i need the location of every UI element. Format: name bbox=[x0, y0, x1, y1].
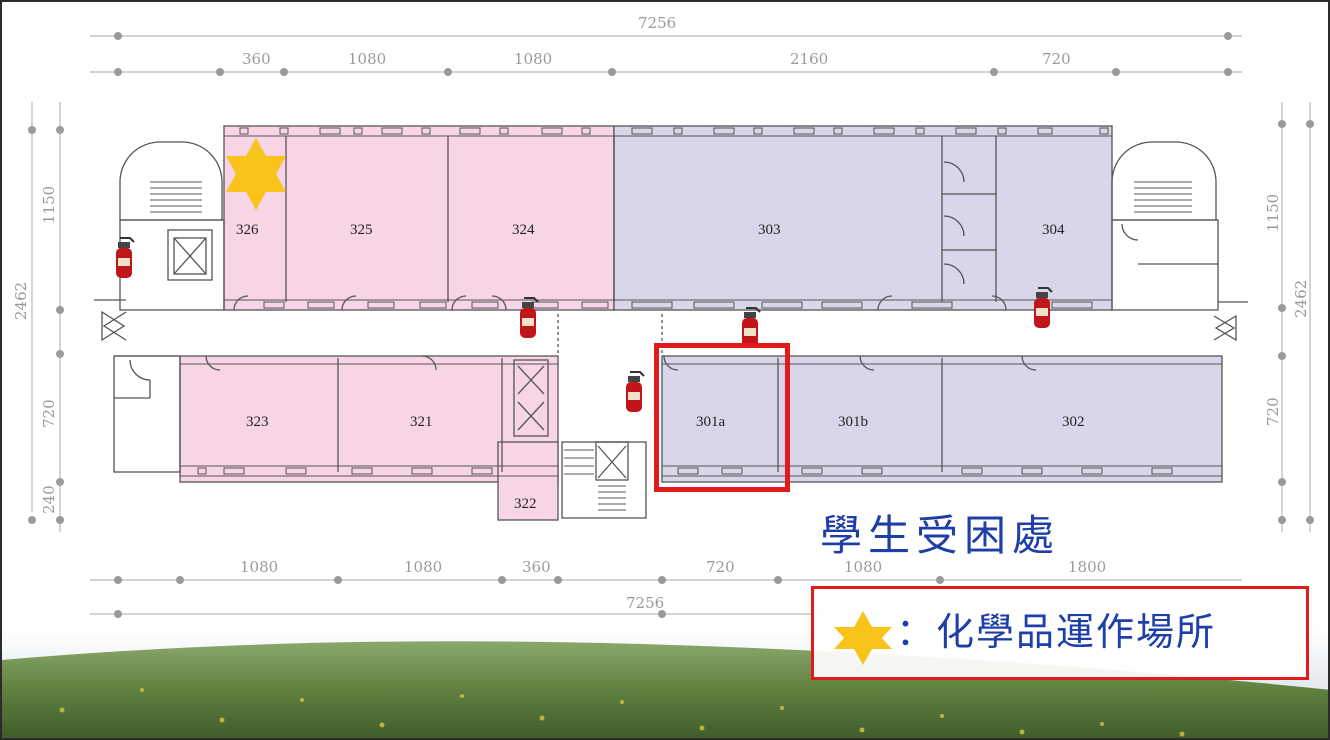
room-321-label: 321 bbox=[410, 414, 433, 430]
zone-upper-purple bbox=[613, 125, 1113, 311]
room-304-label: 304 bbox=[1042, 222, 1065, 238]
fire-extinguisher-icon bbox=[520, 297, 539, 338]
dim-right-lower: 720 bbox=[1264, 397, 1282, 426]
dim-bottom-seg-4: 720 bbox=[706, 558, 735, 576]
dim-left-upper: 1150 bbox=[40, 186, 58, 224]
stair-exit-right bbox=[1213, 301, 1248, 342]
dim-bottom-seg-2: 1080 bbox=[404, 558, 442, 576]
room-301b-label: 301b bbox=[838, 414, 868, 430]
dim-bottom-seg-5: 1080 bbox=[844, 558, 882, 576]
trapped-location-label: 學生受困處 bbox=[820, 511, 1061, 560]
central-core bbox=[513, 314, 663, 519]
dim-top-seg-1: 360 bbox=[242, 50, 271, 68]
stairwell-right bbox=[1111, 141, 1219, 311]
room-325-label: 325 bbox=[350, 222, 373, 238]
room-301a-label: 301a bbox=[696, 414, 726, 430]
room-324-label: 324 bbox=[512, 222, 535, 238]
doors-upper bbox=[233, 295, 1007, 311]
room-323-label: 323 bbox=[246, 414, 269, 430]
trapped-room-highlight bbox=[654, 343, 790, 492]
dim-right-total: 2462 bbox=[1292, 280, 1310, 318]
dim-bottom-seg-1: 1080 bbox=[240, 558, 278, 576]
room-326-label: 326 bbox=[236, 222, 259, 238]
star-icon bbox=[226, 138, 286, 210]
dim-left-bottom: 240 bbox=[40, 485, 58, 514]
dim-right-upper: 1150 bbox=[1264, 194, 1282, 232]
star-icon bbox=[834, 611, 892, 665]
window-strip-top bbox=[223, 125, 1113, 137]
room-322-label: 322 bbox=[514, 496, 537, 512]
zone-322 bbox=[497, 441, 559, 521]
dim-top-seg-4: 2160 bbox=[790, 50, 828, 68]
room-303-label: 303 bbox=[758, 222, 781, 238]
dim-top-total: 7256 bbox=[638, 14, 676, 32]
dim-bottom-total: 7256 bbox=[626, 594, 664, 612]
zone-lower-pink bbox=[179, 355, 559, 483]
dim-bottom-seg-3: 360 bbox=[522, 558, 551, 576]
dim-left-lower: 720 bbox=[40, 399, 58, 428]
dim-left-total: 2462 bbox=[12, 282, 30, 320]
fire-extinguisher-icon bbox=[116, 237, 135, 278]
dim-top-seg-2: 1080 bbox=[348, 50, 386, 68]
dim-top-seg-5: 720 bbox=[1042, 50, 1071, 68]
walls-upper bbox=[285, 136, 997, 302]
legend-text: ：化學品運作場所 bbox=[896, 610, 1217, 654]
zone-upper-pink bbox=[223, 125, 615, 311]
fire-extinguisher-icon bbox=[626, 371, 645, 412]
dim-top-seg-3: 1080 bbox=[514, 50, 552, 68]
dim-bottom-seg-6: 1800 bbox=[1068, 558, 1106, 576]
stair-exit-left bbox=[94, 299, 181, 473]
fire-extinguisher-icon bbox=[1034, 287, 1053, 328]
fire-extinguisher-icon bbox=[742, 307, 761, 348]
legend-box: ：化學品運作場所 bbox=[811, 586, 1309, 680]
room-302-label: 302 bbox=[1062, 414, 1085, 430]
stairwell-left bbox=[119, 141, 225, 311]
